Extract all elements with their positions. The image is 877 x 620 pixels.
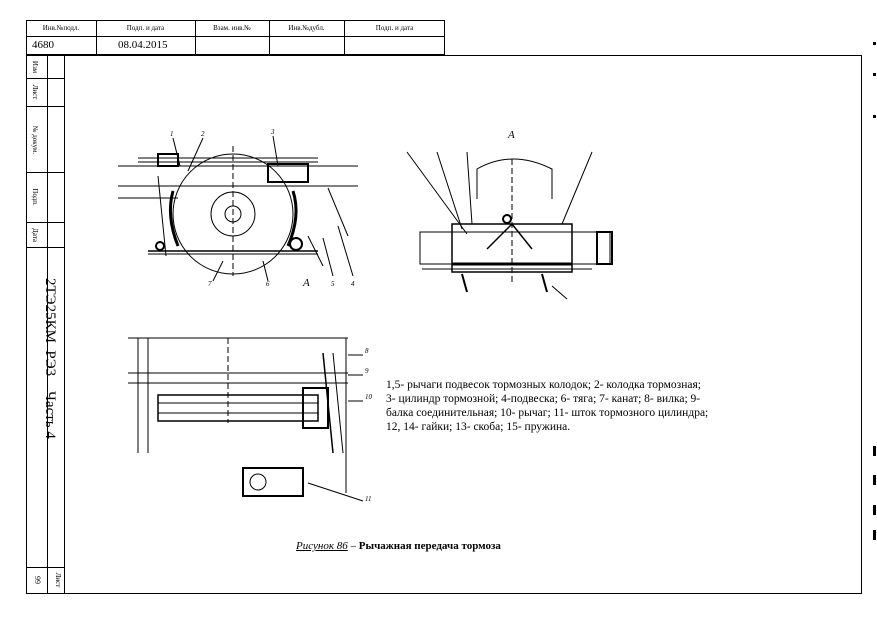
legend-line-1: 1,5- рычаги подвесок тормозных колодок; … xyxy=(386,379,701,391)
figure-ref: Рисунок 86 xyxy=(296,540,348,552)
doc-title: 2ТЭ25КМ РЭ3 Часть 4 xyxy=(38,278,58,439)
stamp-sign: Подп. xyxy=(31,188,39,206)
stamp-date: Дата xyxy=(31,228,39,242)
brake-side-view-drawing: 1 2 3 7 6 5 4 А xyxy=(118,128,358,286)
legend-line-4: 12, 14- гайки; 13- скоба; 15- пружина. xyxy=(386,421,571,433)
svg-text:1: 1 xyxy=(170,130,174,138)
svg-text:3: 3 xyxy=(270,128,275,136)
figure-title: Рычажная передача тормоза xyxy=(358,540,501,552)
inv-original-value: 4680 xyxy=(32,39,54,51)
svg-text:9: 9 xyxy=(365,367,369,375)
view-a-marker: А xyxy=(302,277,310,286)
drawing-frame xyxy=(26,55,862,594)
stamp-doc-no: № докум. xyxy=(31,125,39,155)
legend-line-3: балка соединительная; 10- рычаг; 11- што… xyxy=(386,407,709,419)
svg-text:6: 6 xyxy=(266,280,270,286)
svg-text:4: 4 xyxy=(351,280,355,286)
page-label: Лист xyxy=(54,572,62,588)
doc-title-doc: РЭ3 xyxy=(42,350,58,377)
inv-original-label: Инв.№подл. xyxy=(42,24,80,32)
doc-title-part: Часть 4 xyxy=(42,391,58,439)
brake-detail-view-drawing: 8 9 10 11 xyxy=(128,337,373,503)
replace-inv-label: Взам. инв.№ xyxy=(213,24,251,32)
svg-text:5: 5 xyxy=(331,280,335,286)
section-a-marker: А xyxy=(507,129,515,141)
svg-text:7: 7 xyxy=(208,280,212,286)
sign-date-label: Подп. и дата xyxy=(126,24,165,32)
page-number: 99 xyxy=(33,576,42,584)
inv-duplicate-label: Инв.№дубл. xyxy=(288,24,325,32)
svg-text:10: 10 xyxy=(365,393,373,401)
caption-dash: – xyxy=(347,540,359,552)
svg-text:2: 2 xyxy=(201,130,205,138)
sign-date-value: 08.04.2015 xyxy=(118,39,168,51)
stamp-list: Лист xyxy=(31,84,39,100)
doc-title-code: 2ТЭ25КМ xyxy=(42,278,58,343)
legend-line-2: 3- цилиндр тормозной; 4-подвеска; 6- тяг… xyxy=(386,393,701,405)
svg-text:8: 8 xyxy=(365,347,369,355)
stamp-izm: Изм xyxy=(31,60,39,74)
svg-text:11: 11 xyxy=(365,495,371,503)
brake-section-a-drawing: А xyxy=(406,129,613,300)
sign-date2-label: Подп. и дата xyxy=(375,24,414,32)
figure-caption: Рисунок 86 – Рычажная передача тормоза xyxy=(296,540,501,552)
